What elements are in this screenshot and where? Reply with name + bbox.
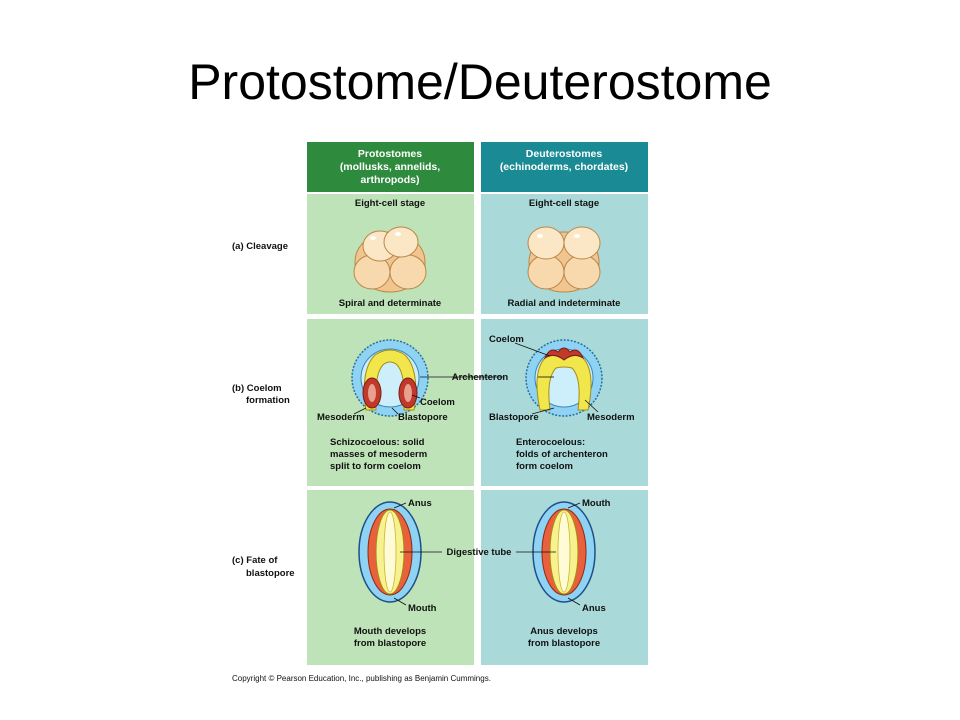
- deut-mouth-label: Mouth: [582, 498, 611, 509]
- proto-coelom-caption-1: Schizocoelous: solid: [330, 437, 425, 448]
- digestive-tube-label: Digestive tube: [447, 547, 512, 558]
- deut-blastopore-caption-1: Anus develops: [530, 626, 598, 637]
- deut-anus-label: Anus: [582, 603, 606, 614]
- proto-coelom-caption-3: split to form coelom: [330, 461, 421, 472]
- deut-coelom-caption-2: folds of archenteron: [516, 449, 608, 460]
- row-b-label: (b) Coelom: [232, 383, 282, 394]
- deuterostomes-header-title: Deuterostomes: [526, 148, 603, 160]
- proto-anus-label: Anus: [408, 498, 432, 509]
- row-c-label: (c) Fate of: [232, 555, 278, 566]
- proto-blastopore-label: Blastopore: [398, 412, 448, 423]
- deut-blastopore-label: Blastopore: [489, 412, 539, 423]
- deut-coelom-label: Coelom: [489, 334, 524, 345]
- proto-mouth-label: Mouth: [408, 603, 437, 614]
- protostome-body-plan: [358, 501, 422, 603]
- protostome-gastrula: [351, 339, 429, 417]
- proto-cleavage-caption: Spiral and determinate: [339, 298, 441, 309]
- row-a-label: (a) Cleavage: [232, 241, 288, 252]
- deut-mesoderm-label: Mesoderm: [587, 412, 635, 423]
- protostomes-header-title: Protostomes: [358, 148, 422, 160]
- deut-coelom-caption-3: form coelom: [516, 461, 573, 472]
- proto-blastopore-caption-2: from blastopore: [354, 638, 426, 649]
- protostomes-header: [307, 142, 474, 192]
- deut-blastopore-caption-2: from blastopore: [528, 638, 600, 649]
- deuterostome-eight-cell-embryo: [527, 226, 601, 293]
- deuterostome-body-plan: [532, 501, 596, 603]
- row-b-leader-lines: [353, 342, 599, 415]
- copyright-notice: Copyright © Pearson Education, Inc., pub…: [232, 674, 491, 683]
- proto-stage-label: Eight-cell stage: [355, 198, 425, 209]
- proto-blastopore-caption-1: Mouth develops: [354, 626, 426, 637]
- deuterostomes-header: [481, 142, 648, 192]
- protostome-eight-cell-embryo: [353, 226, 427, 293]
- deuterostome-gastrula: [525, 339, 603, 417]
- row-b-label-line2: formation: [246, 395, 290, 406]
- archenteron-label: Archenteron: [452, 372, 509, 383]
- slide-title: Protostome/Deuterostome: [188, 54, 772, 110]
- deuterostomes-header-sub1: (echinoderms, chordates): [500, 161, 628, 173]
- row-c-label-line2: blastopore: [246, 568, 295, 579]
- proto-coelom-label: Coelom: [420, 397, 455, 408]
- deut-cleavage-caption: Radial and indeterminate: [508, 298, 621, 309]
- protostomes-header-sub2: arthropods): [361, 174, 420, 186]
- deut-stage-label: Eight-cell stage: [529, 198, 599, 209]
- deut-coelom-caption-1: Enterocoelous:: [516, 437, 585, 448]
- proto-mesoderm-label: Mesoderm: [317, 412, 365, 423]
- row-c-leader-lines: [393, 502, 581, 606]
- protostomes-header-sub1: (mollusks, annelids,: [340, 161, 440, 173]
- proto-coelom-caption-2: masses of mesoderm: [330, 449, 427, 460]
